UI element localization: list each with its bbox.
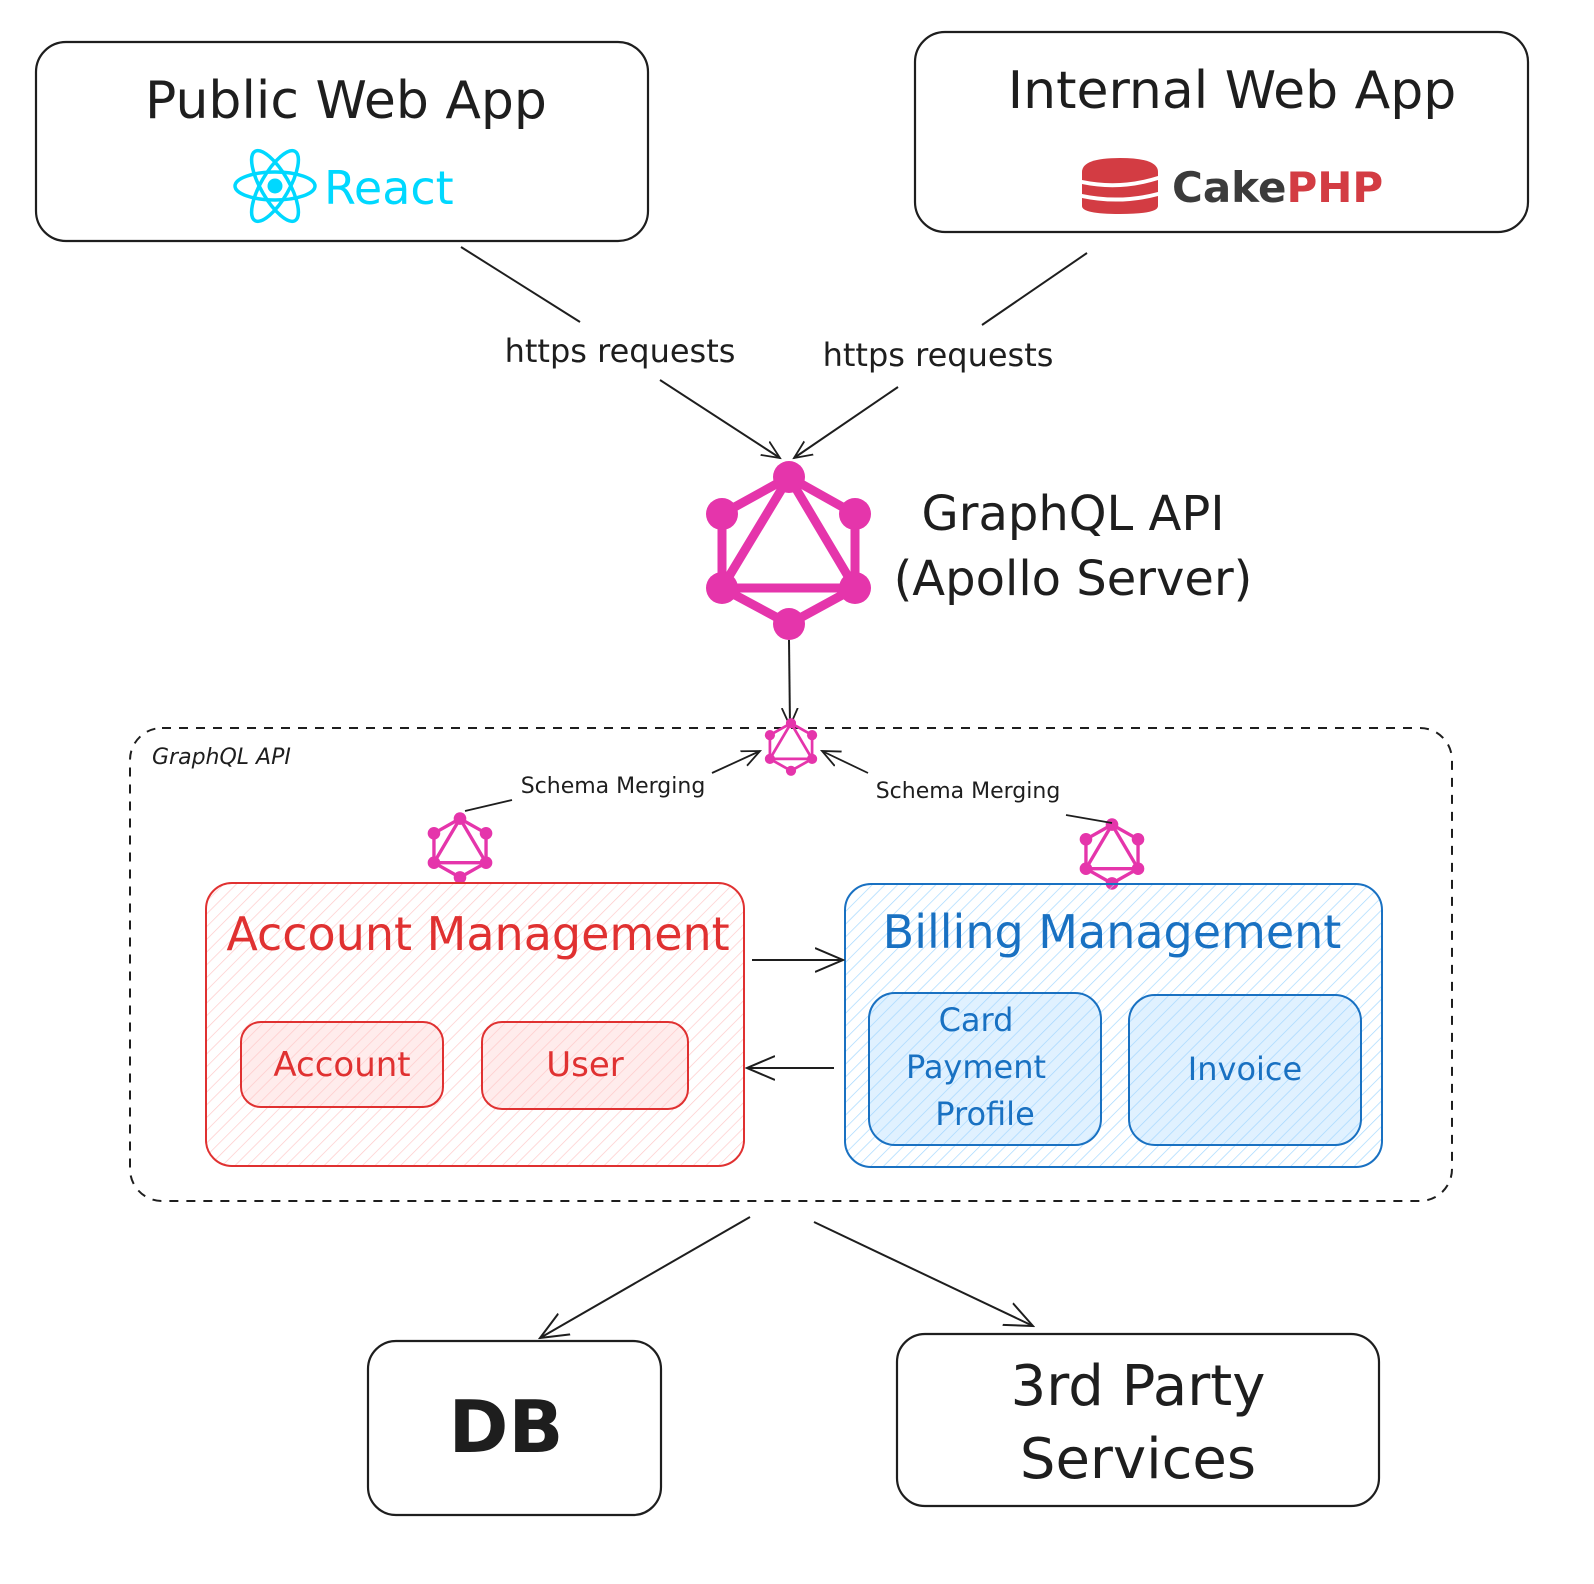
graphql-icon xyxy=(706,461,871,640)
gateway-title: GraphQL API xyxy=(922,486,1225,542)
third-party-services-box: 3rd Party Services xyxy=(895,1332,1381,1508)
invoice-entity: Invoice xyxy=(1128,994,1362,1146)
cakephp-icon xyxy=(1082,158,1158,214)
user-entity: User xyxy=(481,1021,689,1110)
gateway-subtitle: (Apollo Server) xyxy=(894,551,1253,607)
https-edge-left: https requests xyxy=(460,246,780,458)
schema-merging-edge-right: Schema Merging xyxy=(822,751,1113,824)
gateway-to-group-arrow xyxy=(789,639,790,726)
card-payment-profile-label-line3: Profile xyxy=(935,1095,1035,1133)
schema-merging-edge-left: Schema Merging xyxy=(464,751,760,812)
group-label: GraphQL API xyxy=(152,745,291,770)
third-party-services-label-line1: 3rd Party xyxy=(1011,1354,1266,1419)
public-web-app-title: Public Web App xyxy=(145,71,547,131)
third-party-services-label-line2: Services xyxy=(1020,1427,1256,1492)
group-to-db-arrow xyxy=(540,1216,751,1338)
card-payment-profile-label-line2: Payment xyxy=(906,1048,1046,1086)
account-entity-label: Account xyxy=(273,1045,410,1085)
group-to-third-party-arrow xyxy=(813,1221,1033,1326)
db-label: DB xyxy=(449,1385,564,1469)
billing-management-title: Billing Management xyxy=(883,905,1342,959)
https-requests-label-right: https requests xyxy=(823,336,1054,374)
react-icon xyxy=(233,148,317,224)
db-box: DB xyxy=(366,1339,663,1517)
https-requests-label-left: https requests xyxy=(505,332,736,370)
account-management-box: Account Management Account User xyxy=(205,882,745,1167)
invoice-entity-label: Invoice xyxy=(1188,1050,1302,1088)
graphql-icon xyxy=(764,718,818,776)
card-payment-profile-entity: Card Payment Profile xyxy=(868,992,1102,1146)
graphql-icon xyxy=(1079,818,1145,890)
account-entity: Account xyxy=(240,1021,444,1108)
user-entity-label: User xyxy=(546,1045,624,1085)
billing-management-box: Billing Management Card Payment Profile … xyxy=(844,883,1383,1168)
internal-web-app-title: Internal Web App xyxy=(1008,61,1456,121)
schema-merging-label-right: Schema Merging xyxy=(876,779,1061,804)
account-management-title: Account Management xyxy=(226,907,729,961)
react-logo-text: React xyxy=(324,161,454,215)
cakephp-logo-text: CakePHP xyxy=(1172,163,1383,212)
internal-web-app-box: Internal Web App CakePHP xyxy=(913,30,1530,234)
schema-merging-label-left: Schema Merging xyxy=(521,774,706,799)
card-payment-profile-label-line1: Card xyxy=(939,1001,1014,1039)
public-web-app-box: Public Web App React xyxy=(34,40,650,243)
graphql-icon xyxy=(427,812,493,884)
https-edge-right: https requests xyxy=(794,252,1088,458)
